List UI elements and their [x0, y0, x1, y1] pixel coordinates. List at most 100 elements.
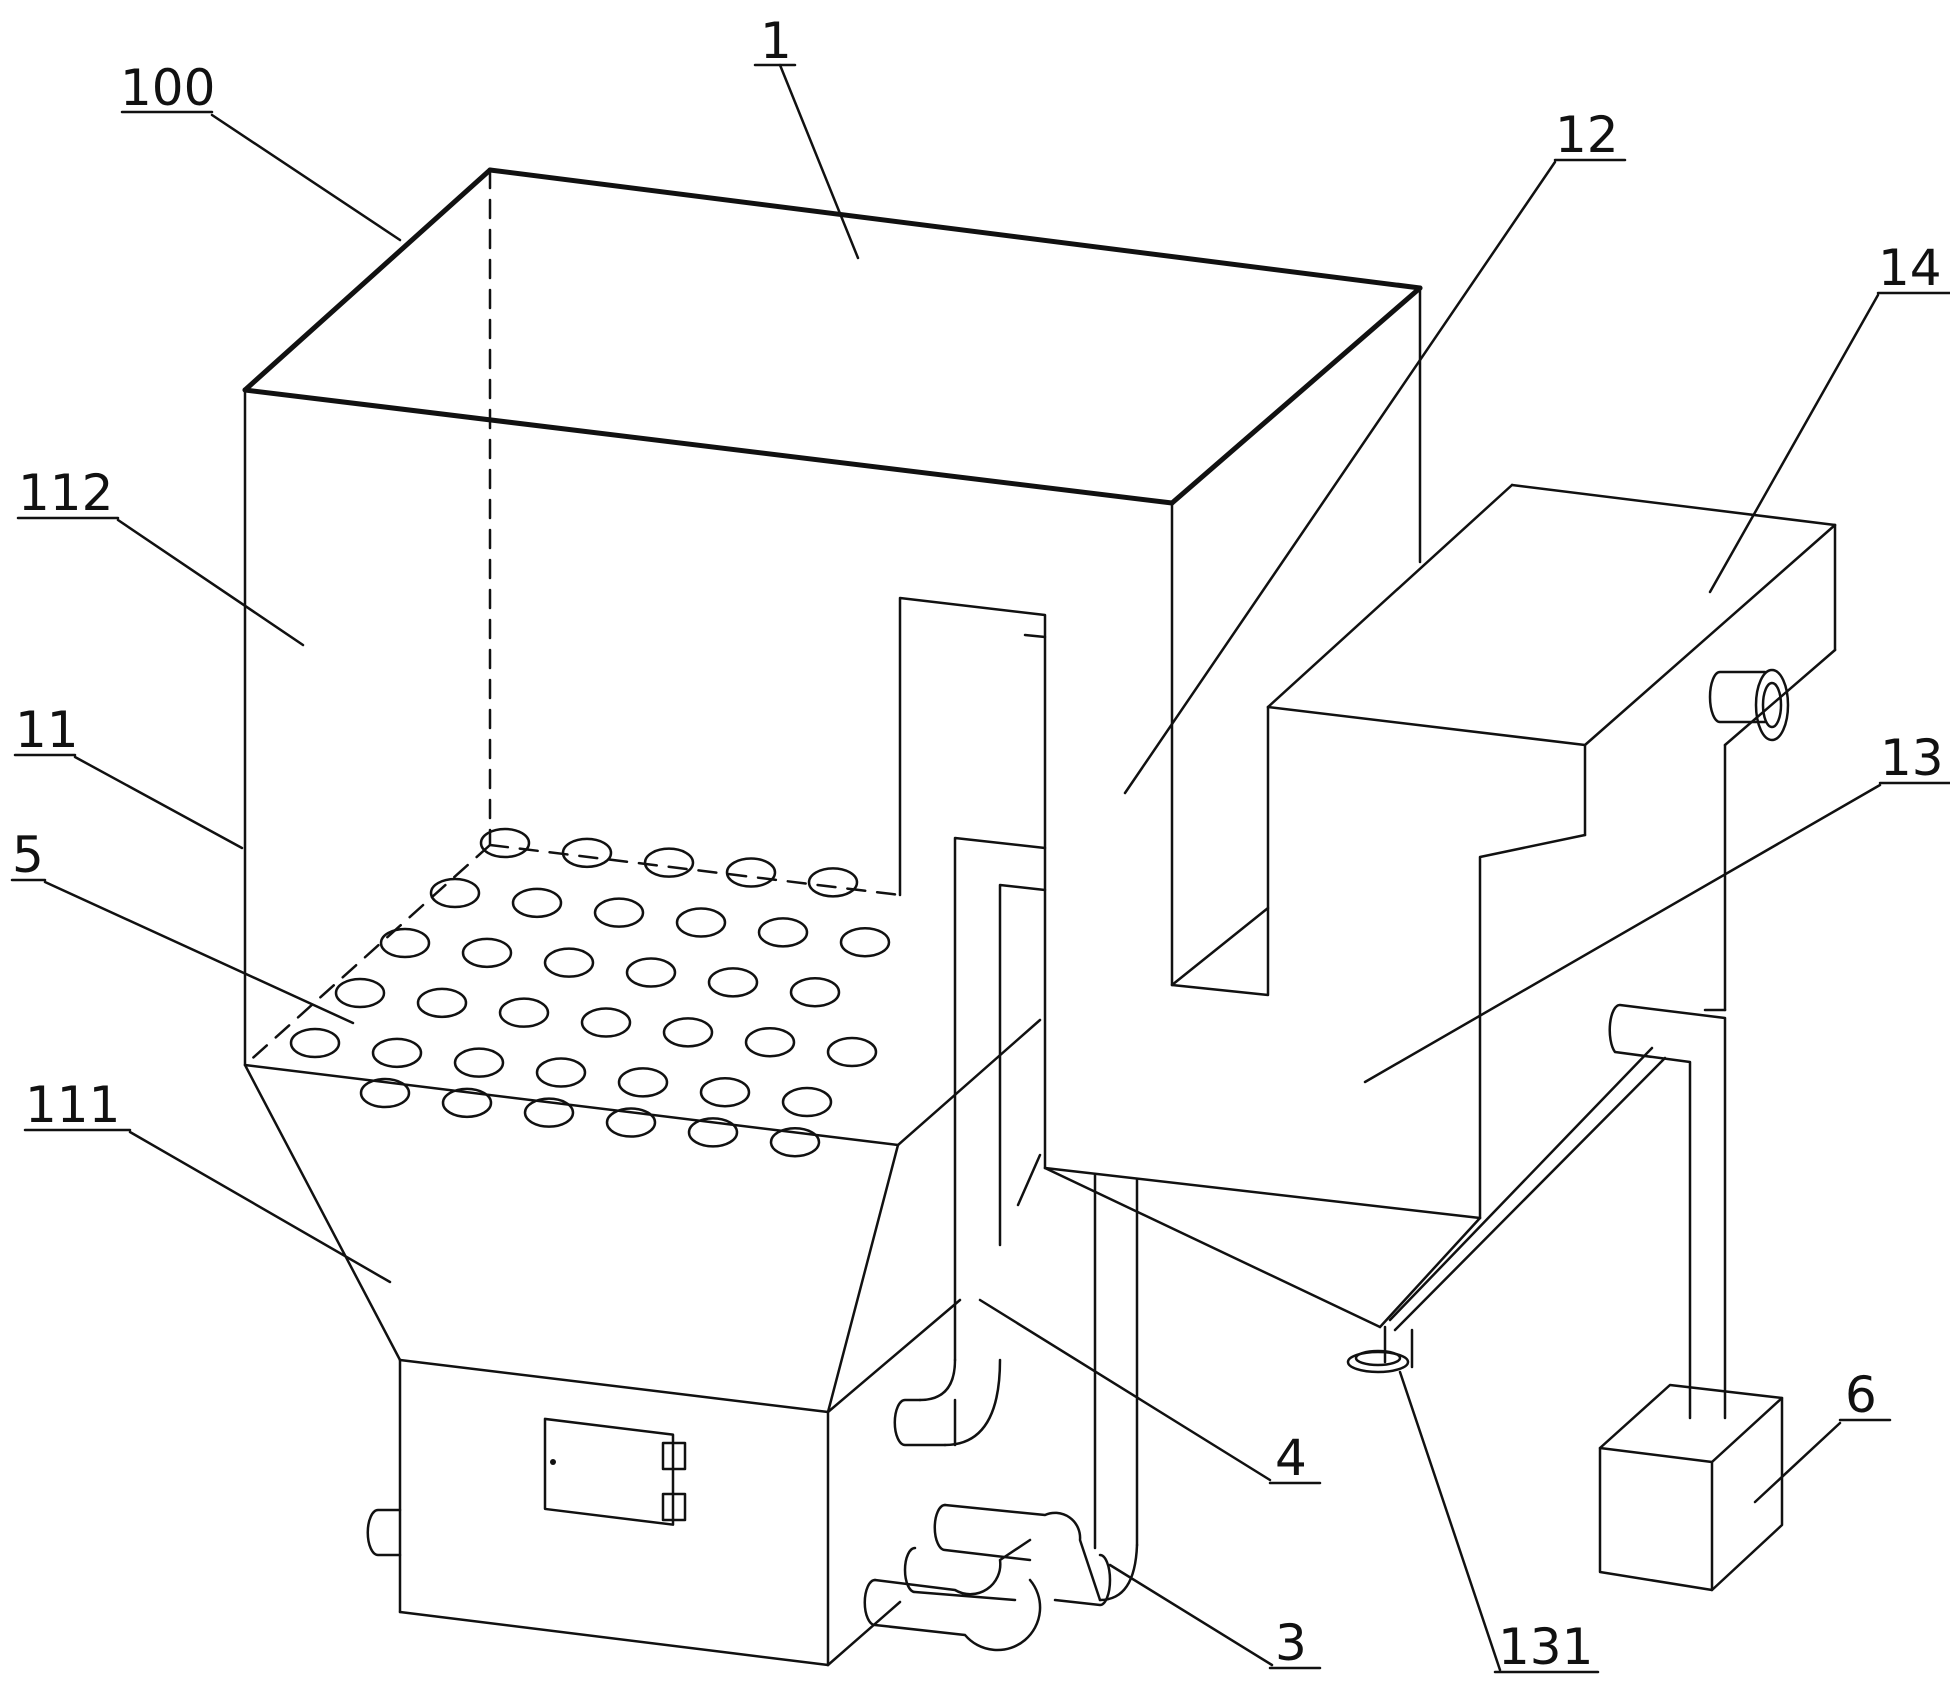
leader-4: [978, 1298, 1272, 1482]
pipe-3-upper-run: [943, 1503, 1102, 1602]
plate-hole-icon: [535, 1057, 587, 1088]
c14-top-front: [1266, 705, 1587, 747]
plate-hole-icon: [289, 1027, 341, 1059]
plate-hole-icon: [461, 937, 513, 969]
pipe-3-front-nozzle: [863, 1578, 1042, 1652]
c13-front-outline: [1478, 833, 1587, 1220]
plate-holes: [289, 827, 891, 1158]
plate-hole-icon: [744, 1026, 796, 1058]
plate-hole-icon: [781, 1086, 833, 1118]
leader-111: [128, 1130, 392, 1284]
plate-hole-icon: [441, 1087, 493, 1119]
label-12: 12: [1555, 106, 1619, 164]
hopper-right-edge: [1016, 1153, 1042, 1207]
c14-top-right: [1583, 523, 1837, 747]
label-100: 100: [120, 59, 215, 117]
outlet-pipe: [1708, 670, 1767, 724]
chamber-14: [1266, 483, 1837, 837]
leader-12: [1123, 160, 1557, 795]
pipe-3: [863, 1173, 1139, 1652]
plate-hole-icon: [523, 1097, 575, 1128]
pipe-3-front-run: [873, 1538, 1032, 1596]
duct-inner-mark: [1023, 633, 1047, 639]
outlet-131-pipe: [1383, 1325, 1414, 1369]
label-4: 4: [1275, 1429, 1307, 1487]
door-hinge-top-icon: [661, 1441, 687, 1471]
chamber-13: [1043, 743, 1727, 1374]
plate-hole-icon: [687, 1117, 739, 1148]
plate-hole-icon: [807, 867, 859, 898]
label-14: 14: [1878, 239, 1942, 297]
plate-hole-icon: [334, 977, 386, 1009]
box-6-front: [1598, 1446, 1714, 1592]
plate-hole-icon: [625, 957, 677, 988]
leader-13: [1363, 783, 1882, 1084]
perforated-plate: [243, 827, 1042, 1158]
hopper: [243, 1063, 1042, 1414]
lower-chamber: [366, 1298, 962, 1667]
label-13: 13: [1880, 729, 1944, 787]
access-door-icon: [543, 1417, 675, 1526]
pipe-4: [893, 836, 1047, 1447]
plate-hole-icon: [593, 897, 645, 928]
duct-notch-depth: [1170, 906, 1270, 987]
pipe-4-outer: [953, 836, 1047, 1362]
pipe-to-box-6: [1608, 1003, 1727, 1420]
plate-hole-icon: [699, 1076, 751, 1108]
box-6: [1598, 1383, 1784, 1592]
label-5: 5: [12, 826, 44, 884]
pipe-6: [1608, 1003, 1727, 1420]
plate-hole-icon: [769, 1126, 821, 1158]
label-6: 6: [1845, 1366, 1877, 1424]
plate-hole-icon: [839, 926, 891, 958]
pipe-4-elbow-inner: [943, 1358, 1002, 1447]
chamber-top-right-edge: [826, 1298, 962, 1414]
top-left-edge: [242, 167, 493, 393]
label-1: 1: [760, 12, 792, 70]
hopper-front-edge: [826, 1143, 900, 1414]
label-131: 131: [1498, 1618, 1593, 1676]
plate-hole-icon: [757, 917, 809, 948]
leader-6: [1753, 1421, 1842, 1504]
plate-hole-icon: [359, 1077, 411, 1109]
door-handle-icon: [550, 1459, 556, 1465]
leader-1: [778, 63, 860, 260]
duct-front-outline: [898, 596, 1047, 1170]
side-stub-pipe: [366, 1508, 402, 1557]
cone-back-edge-2: [1388, 1046, 1654, 1322]
plate-hole-icon: [675, 907, 727, 938]
label-111: 111: [25, 1076, 120, 1134]
pipe-4-elbow-outer: [918, 1358, 957, 1402]
plate-hole-icon: [479, 827, 531, 859]
leader-lines: [10, 63, 1950, 1674]
pipe-4-inner: [998, 883, 1047, 1247]
c14-top-back: [1510, 483, 1837, 527]
pipe-3-joint: [1053, 1553, 1112, 1607]
plate-hole-icon: [379, 927, 431, 959]
plate-hole-icon: [617, 1067, 669, 1098]
duct: [898, 596, 1482, 1220]
chamber-top-edge: [398, 1358, 830, 1414]
plate-hole-icon: [707, 967, 759, 998]
outlet-131-inner-icon: [1354, 1349, 1402, 1367]
pipe-4-nozzle: [893, 1398, 947, 1447]
pipe-3-elbow: [1098, 1543, 1139, 1602]
plate-hole-icon: [662, 1017, 714, 1048]
plate-hole-icon: [543, 947, 595, 978]
door-hinge-bottom-icon: [661, 1492, 687, 1522]
plate-front-edge: [243, 1063, 900, 1147]
top-right-edge: [1169, 285, 1423, 506]
outlet-flange-icon: [1754, 668, 1790, 742]
leader-11: [73, 755, 244, 850]
plate-hole-icon: [511, 887, 563, 919]
top-front-edge: [242, 387, 1175, 506]
top-back-edge: [487, 167, 1423, 291]
label-11: 11: [15, 701, 79, 759]
leader-131: [1398, 1370, 1502, 1672]
plate-hole-icon: [429, 877, 481, 909]
duct-bottom-edge: [1043, 1166, 1482, 1220]
label-112: 112: [18, 464, 113, 522]
c14-top-left: [1266, 483, 1514, 709]
cone-back-edge: [1393, 1056, 1667, 1332]
plate-hole-icon: [725, 857, 777, 888]
